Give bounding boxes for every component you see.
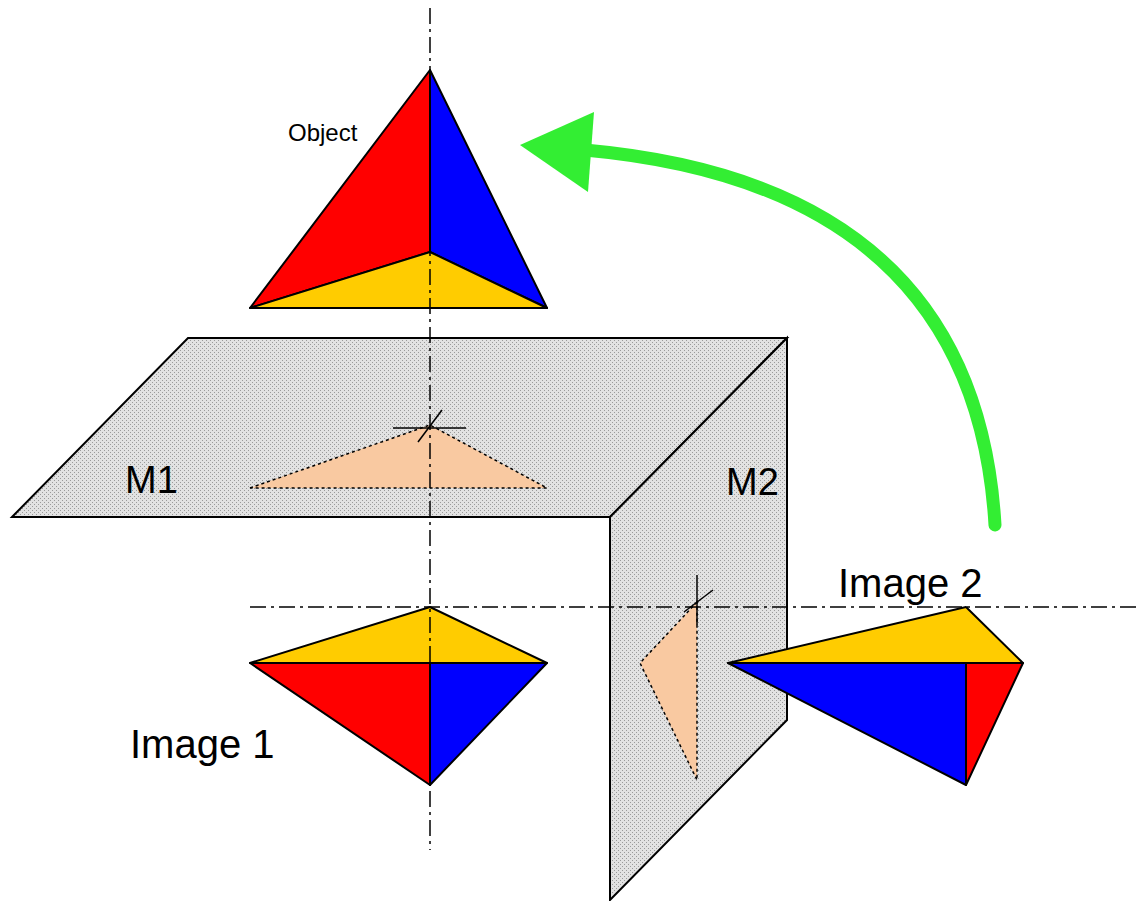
optical-axis bbox=[250, 606, 1137, 608]
optical-axis bbox=[429, 8, 431, 850]
object-label: Object bbox=[288, 120, 357, 146]
object-pyramid bbox=[250, 70, 547, 308]
mirror-label: M1 bbox=[125, 460, 178, 502]
image-label: Image 2 bbox=[838, 561, 983, 605]
mirror-label: M2 bbox=[726, 462, 779, 504]
mirror-outline bbox=[610, 338, 787, 900]
cross-mark bbox=[696, 575, 698, 625]
mirror-plane: M2 bbox=[610, 338, 787, 900]
image-label: Image 1 bbox=[130, 722, 275, 766]
image1-pyramid bbox=[250, 607, 547, 785]
arrow-head bbox=[520, 112, 594, 192]
